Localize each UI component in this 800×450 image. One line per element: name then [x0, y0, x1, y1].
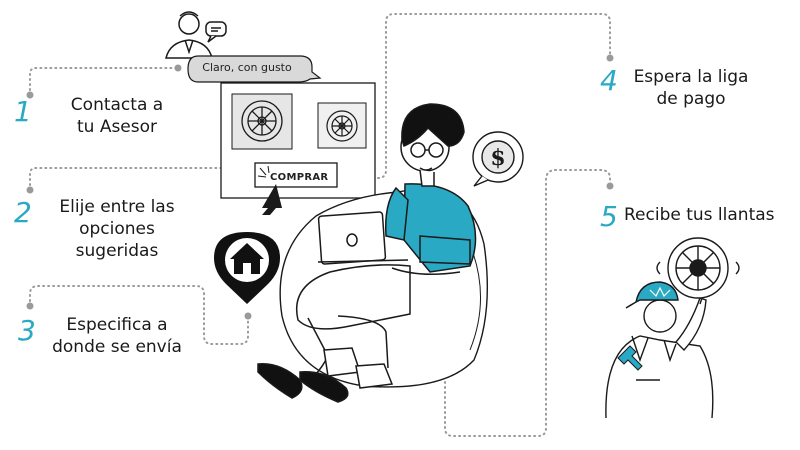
step2-line1: Elije entre las: [59, 197, 175, 217]
delivery-worker: [605, 237, 740, 419]
connector-step2: [29, 151, 241, 191]
buy-button-frame: [254, 162, 338, 188]
step1-text: Contacta a tu Asesor: [52, 94, 182, 138]
step2-number: 2: [14, 196, 32, 229]
step3-line2: donde se envía: [52, 337, 182, 357]
cursor-arrow-icon: [257, 165, 282, 215]
connector-step4: [337, 13, 611, 179]
dollar-coin-icon: $: [472, 131, 524, 187]
step1-line1: Contacta a: [70, 95, 164, 115]
person-on-beanbag: [257, 103, 477, 403]
chat-bubble-text: Claro, con gusto: [202, 61, 292, 74]
step2-line2: opciones: [79, 219, 155, 239]
step2-line3: sugeridas: [75, 241, 159, 261]
advisor-icon: [165, 11, 213, 59]
step3-text: Especifica a donde se envía: [42, 314, 192, 358]
step3-line1: Especifica a: [66, 315, 168, 335]
step5-number: 5: [600, 200, 618, 233]
step4-number: 4: [600, 64, 618, 97]
house-icon: [230, 243, 264, 274]
step4-text: Espera la liga de pago: [626, 66, 756, 110]
location-pin-icon: [214, 232, 280, 304]
product-panel: [220, 82, 376, 215]
step5-text: Recibe tus llantas: [624, 204, 784, 226]
connector-step3: [29, 285, 249, 345]
wrench-icon: [617, 345, 643, 371]
tire-option-2-icon: [326, 110, 358, 142]
step4-line2: de pago: [656, 89, 726, 109]
connector-step1: [29, 67, 179, 96]
step1-line2: tu Asesor: [76, 117, 158, 137]
step5-line1: Recibe tus llantas: [624, 205, 775, 225]
step3-number: 3: [18, 314, 36, 347]
speech-icon: [205, 21, 227, 43]
svg-text:$: $: [490, 145, 505, 171]
buy-button[interactable]: COMPRAR: [270, 172, 329, 183]
step4-line1: Espera la liga: [633, 67, 749, 87]
step1-number: 1: [14, 95, 32, 128]
chat-bubble-shape: [187, 55, 322, 83]
tire-option-1-icon: [241, 100, 283, 142]
step2-text: Elije entre las opciones sugeridas: [44, 196, 190, 262]
spinning-tire-icon: [656, 237, 740, 299]
connector-step5: [444, 169, 611, 437]
